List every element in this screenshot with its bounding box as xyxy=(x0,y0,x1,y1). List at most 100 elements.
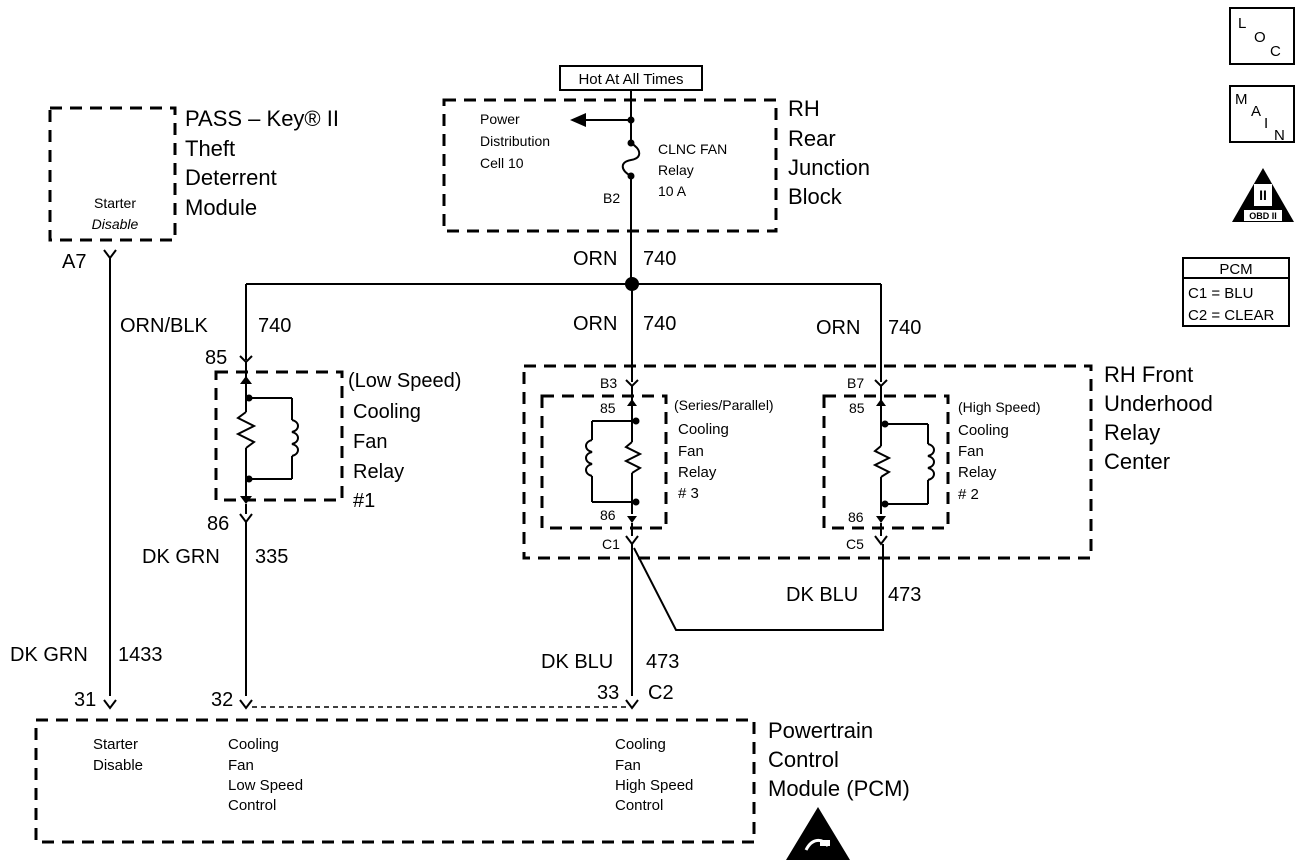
relay3-pin-86: 86 xyxy=(600,507,616,523)
svg-text:M: M xyxy=(1235,91,1248,108)
svg-text:O: O xyxy=(1254,29,1266,46)
pcm-connector-c2: C2 xyxy=(648,682,674,704)
connector-c1-icon xyxy=(625,535,639,546)
svg-text:# 3: # 3 xyxy=(678,485,699,502)
front-relay-center-boundary xyxy=(522,364,1093,560)
svg-text:(Series/Parallel): (Series/Parallel) xyxy=(674,397,774,413)
svg-text:A: A xyxy=(1251,103,1261,120)
relay2-pin-85: 85 xyxy=(849,400,865,416)
power-distribution-label: Power Distribution Cell 10 xyxy=(480,111,550,171)
wire-relay2-out-circuit: 473 xyxy=(888,584,921,606)
wire-main-color: ORN xyxy=(573,248,617,270)
svg-text:Fan: Fan xyxy=(353,431,387,453)
svg-text:Cell 10: Cell 10 xyxy=(480,155,524,171)
pcm-connector-32-icon xyxy=(239,699,253,710)
relay1-coil-icon xyxy=(235,362,299,514)
wire-high-speed-color: DK BLU xyxy=(541,651,613,673)
svg-text:N: N xyxy=(1274,127,1285,144)
svg-text:Low Speed: Low Speed xyxy=(228,777,303,794)
svg-text:Relay: Relay xyxy=(658,162,694,178)
svg-text:Fan: Fan xyxy=(958,443,984,460)
rear-junction-block-label: RH Rear Junction Block xyxy=(788,96,870,209)
svg-text:Block: Block xyxy=(788,184,843,209)
wire-relay1-feed-circuit: 740 xyxy=(258,315,291,337)
svg-text:(Low Speed): (Low Speed) xyxy=(348,370,461,392)
svg-text:Disable: Disable xyxy=(93,757,143,774)
svg-text:RH: RH xyxy=(788,96,820,121)
svg-text:C2 = CLEAR: C2 = CLEAR xyxy=(1188,307,1274,324)
svg-text:CLNC FAN: CLNC FAN xyxy=(658,141,727,157)
svg-text:C: C xyxy=(1270,43,1281,60)
svg-text:Starter: Starter xyxy=(93,736,138,753)
terminal-c5: C5 xyxy=(846,536,864,552)
connector-a7-icon xyxy=(103,249,117,260)
esd-warning-icon xyxy=(786,807,850,860)
svg-text:C1 = BLU: C1 = BLU xyxy=(1188,285,1253,302)
svg-text:Cooling: Cooling xyxy=(958,422,1009,439)
svg-text:PCM: PCM xyxy=(1219,261,1252,278)
wire-starter-circuit: 1433 xyxy=(118,644,163,666)
svg-text:Control: Control xyxy=(615,797,663,814)
pcm-pin-31: 31 xyxy=(74,689,96,711)
svg-text:Cooling: Cooling xyxy=(353,401,421,423)
terminal-b3: B3 xyxy=(600,375,617,391)
svg-text:Fan: Fan xyxy=(678,443,704,460)
svg-text:Control: Control xyxy=(228,797,276,814)
svg-text:Cooling: Cooling xyxy=(228,736,279,753)
clnc-fan-fuse-label: CLNC FAN Relay 10 A xyxy=(658,141,727,199)
svg-text:PASS – Key® II: PASS – Key® II xyxy=(185,106,339,131)
relay3-pin-85: 85 xyxy=(600,400,616,416)
svg-text:Cooling: Cooling xyxy=(615,736,666,753)
wire-relay2-feed-color: ORN xyxy=(816,317,860,339)
svg-text:Fan: Fan xyxy=(228,757,254,774)
svg-text:Rear: Rear xyxy=(788,126,836,151)
svg-text:Relay: Relay xyxy=(1104,420,1160,445)
svg-text:Fan: Fan xyxy=(615,757,641,774)
pcm-low-speed-label: Cooling Fan Low Speed Control xyxy=(228,736,303,814)
svg-text:I: I xyxy=(1264,115,1268,132)
svg-text:L: L xyxy=(1238,15,1246,32)
pcm-high-speed-label: Cooling Fan High Speed Control xyxy=(615,736,693,814)
svg-text:Power: Power xyxy=(480,111,520,127)
pcm-pin-32: 32 xyxy=(211,689,233,711)
relay3-label: (Series/Parallel) Cooling Fan Relay # 3 xyxy=(674,397,774,502)
relay1-pin-85: 85 xyxy=(205,347,227,369)
rear-junction-block-boundary xyxy=(442,98,778,233)
relay3-boundary xyxy=(540,394,668,530)
svg-text:Module (PCM): Module (PCM) xyxy=(768,776,910,801)
svg-text:Center: Center xyxy=(1104,449,1170,474)
svg-text:II: II xyxy=(1259,187,1267,203)
pass-key-module-label: PASS – Key® II Theft Deterrent Module xyxy=(185,106,339,220)
terminal-b7: B7 xyxy=(847,375,864,391)
relay1-pin-86: 86 xyxy=(207,513,229,535)
svg-text:Powertrain: Powertrain xyxy=(768,718,873,743)
wire-starter-color: DK GRN xyxy=(10,644,88,666)
svg-text:Module: Module xyxy=(185,195,257,220)
svg-text:# 2: # 2 xyxy=(958,486,979,503)
connector-c5-icon xyxy=(874,535,888,546)
relay2-boundary xyxy=(822,394,950,530)
main-icon[interactable]: M A I N xyxy=(1229,85,1295,144)
wire-relay1-feed-color: ORN/BLK xyxy=(120,315,208,337)
wire-relay3-feed-circuit: 740 xyxy=(643,313,676,335)
front-relay-center-label: RH Front Underhood Relay Center xyxy=(1104,362,1213,474)
svg-text:RH Front: RH Front xyxy=(1104,362,1193,387)
svg-text:Relay: Relay xyxy=(353,461,404,483)
starter-disable-output-sublabel: Disable xyxy=(92,216,139,232)
starter-disable-output-label: Starter xyxy=(94,195,136,211)
svg-text:(High Speed): (High Speed) xyxy=(958,399,1041,415)
pcm-connector-33-icon xyxy=(625,699,639,710)
svg-text:Distribution: Distribution xyxy=(480,133,550,149)
relay1-connector-bottom-icon xyxy=(239,513,253,524)
obd-ii-icon[interactable]: II OBD II xyxy=(1232,168,1294,222)
clnc-fan-fuse-icon xyxy=(621,120,641,210)
loc-icon[interactable]: L O C xyxy=(1229,7,1295,65)
terminal-b2: B2 xyxy=(603,190,620,206)
svg-text:Relay: Relay xyxy=(958,464,997,481)
terminal-a7: A7 xyxy=(62,251,86,273)
svg-text:OBD II: OBD II xyxy=(1249,211,1277,221)
pcm-label: Powertrain Control Module (PCM) xyxy=(768,718,910,801)
svg-text:Underhood: Underhood xyxy=(1104,391,1213,416)
pcm-starter-disable-label: Starter Disable xyxy=(93,736,143,774)
